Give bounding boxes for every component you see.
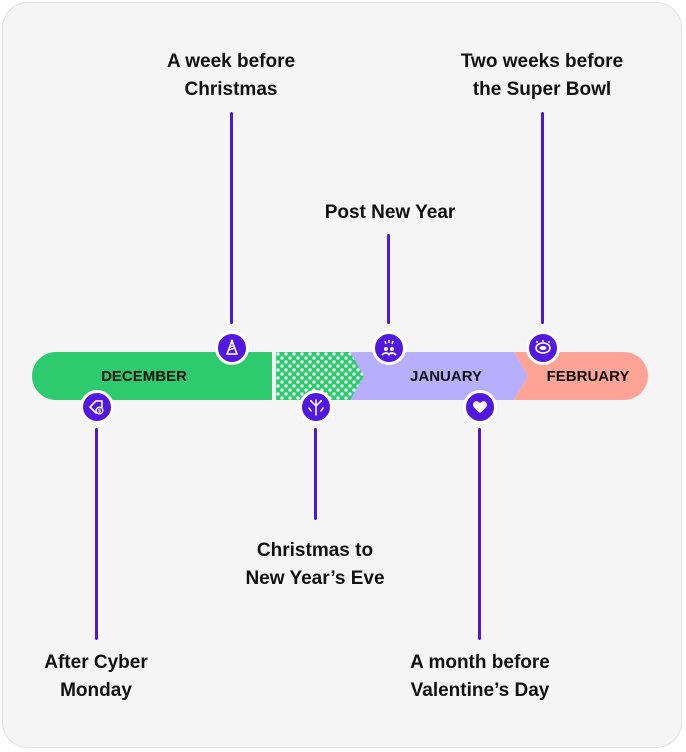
connector-week-before-christmas: [230, 112, 233, 324]
label-christmas-to-nye: Christmas to New Year’s Eve: [245, 540, 385, 589]
connector-after-cyber-monday: [95, 428, 98, 640]
holiday-segment: [276, 352, 364, 400]
month-december-label: DECEMBER: [101, 367, 187, 385]
connector-christmas-to-nye: [314, 428, 317, 520]
label-week-before-christmas: A week before Christmas: [166, 51, 296, 100]
price-tag-icon: $: [80, 390, 114, 424]
heart-icon: [463, 390, 497, 424]
fireworks-icon: [299, 390, 333, 424]
connector-month-before-valentines: [478, 428, 481, 640]
label-post-new-year: Post New Year: [324, 202, 456, 223]
celebration-icon: [372, 331, 406, 365]
month-january-label: JANUARY: [410, 367, 482, 385]
connector-post-new-year: [387, 234, 390, 324]
label-month-before-valentines: A month before Valentine’s Day: [410, 652, 550, 701]
holiday-pattern: [276, 352, 364, 400]
label-after-cyber-monday: After Cyber Monday: [44, 652, 148, 701]
svg-text:$: $: [98, 409, 101, 415]
stadium-icon: [526, 331, 560, 365]
party-hat-icon: [215, 331, 249, 365]
month-february-label: FEBRUARY: [546, 367, 630, 385]
connector-two-weeks-super-bowl: [541, 112, 544, 324]
label-two-weeks-super-bowl: Two weeks before the Super Bowl: [460, 51, 624, 100]
